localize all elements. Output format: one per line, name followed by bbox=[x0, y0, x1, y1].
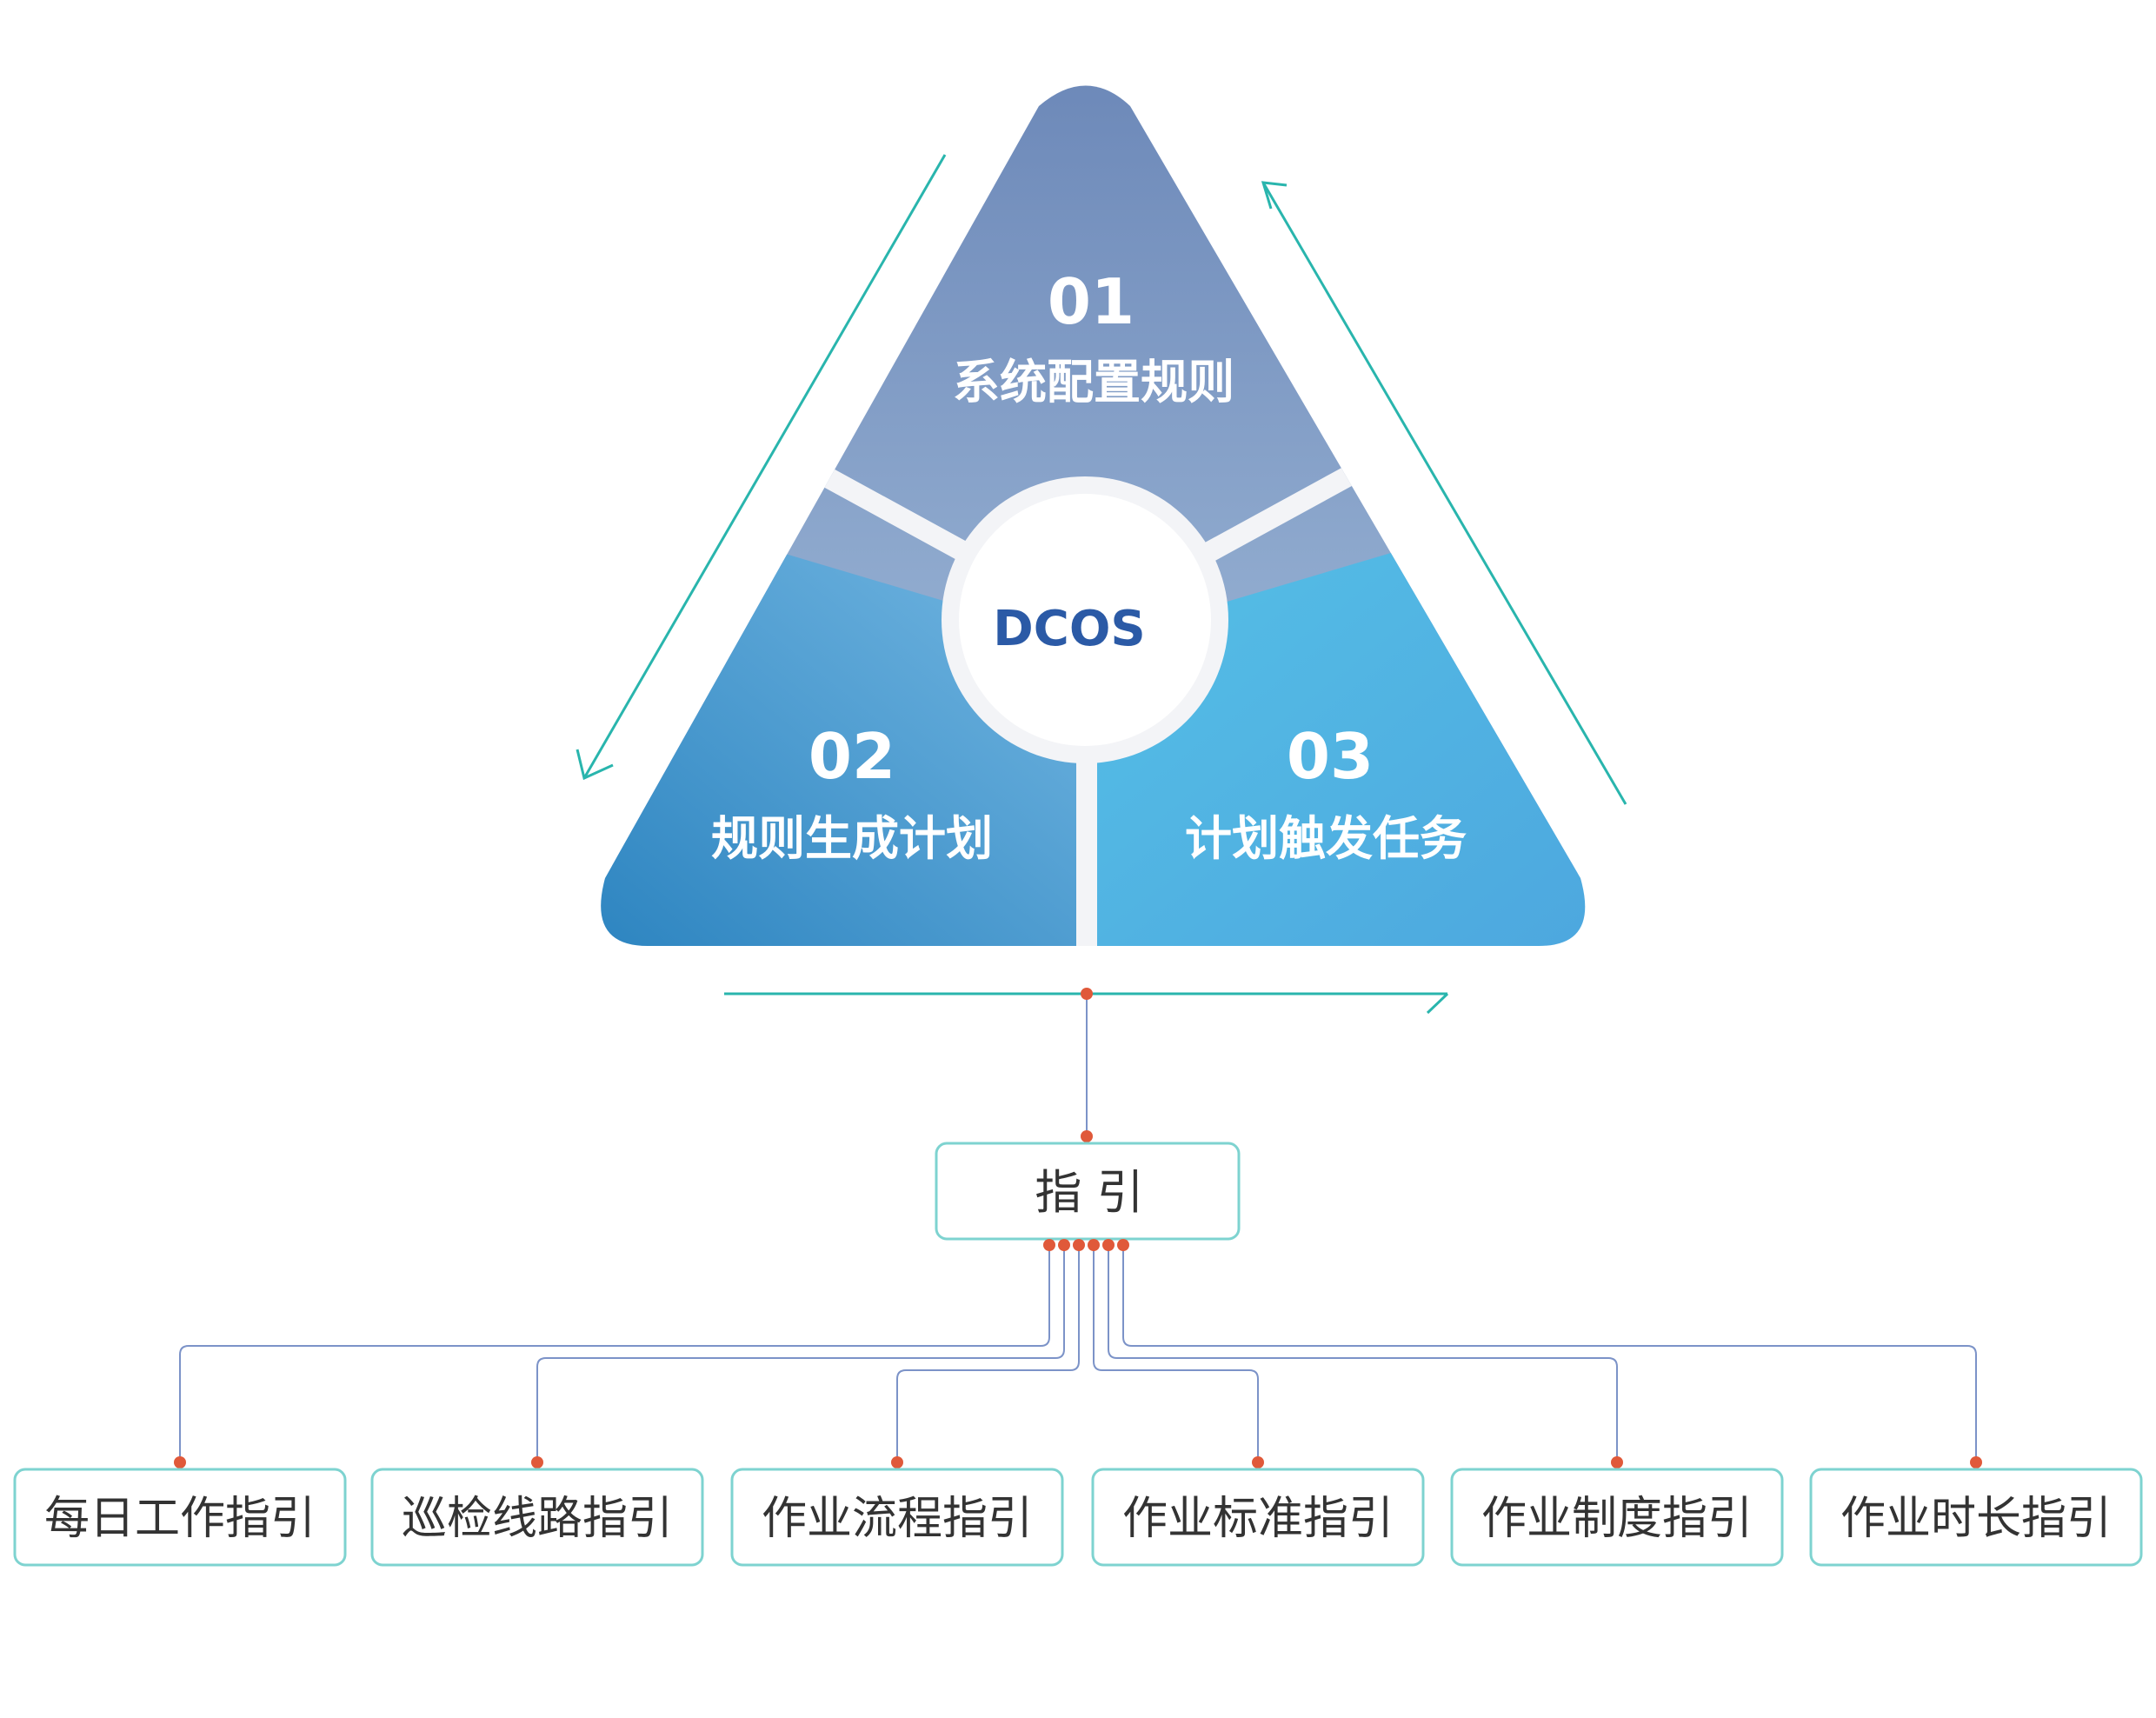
connector-dot bbox=[1081, 1130, 1093, 1142]
branch-line bbox=[1122, 1245, 1977, 1462]
child-node-box[interactable] bbox=[13, 1468, 347, 1567]
bottom-arrow-head bbox=[1426, 992, 1449, 1015]
child-node-box[interactable] bbox=[730, 1468, 1064, 1567]
connector-dot bbox=[1252, 1456, 1264, 1468]
connector-dot bbox=[1117, 1239, 1129, 1251]
branch-line bbox=[1108, 1245, 1618, 1462]
segment-right-shape bbox=[1087, 452, 1586, 946]
segment-top: 01 系统配置规则 bbox=[953, 265, 1234, 410]
root-node-box[interactable] bbox=[935, 1142, 1241, 1241]
child-node-label: 每日工作指引 bbox=[44, 1493, 316, 1545]
child-node-box[interactable] bbox=[370, 1468, 704, 1567]
child-node-box[interactable] bbox=[1091, 1468, 1425, 1567]
connector-dot bbox=[1081, 988, 1093, 1000]
connector-dot bbox=[174, 1456, 186, 1468]
segment-right-label: 计划触发任务 bbox=[1185, 811, 1467, 866]
segment-left: 02 规则生成计划 bbox=[711, 720, 993, 866]
child-node-label: 作业制度指引 bbox=[1481, 1493, 1753, 1545]
connector-dot bbox=[1073, 1239, 1085, 1251]
root-connector bbox=[1081, 988, 1093, 1142]
child-node-label: 巡检线路指引 bbox=[402, 1493, 673, 1545]
right-arrow-head bbox=[1261, 181, 1288, 210]
child-node-label: 作业流程指引 bbox=[762, 1493, 1033, 1545]
root-node[interactable]: 指 引 bbox=[935, 1142, 1241, 1241]
left-arrow-head bbox=[576, 749, 614, 781]
center-node: DCOS bbox=[942, 476, 1228, 763]
child-node[interactable]: 巡检线路指引 bbox=[370, 1468, 704, 1567]
segment-right-number: 03 bbox=[1287, 720, 1374, 793]
connector-dot bbox=[1102, 1239, 1115, 1251]
child-node[interactable]: 作业流程指引 bbox=[730, 1468, 1064, 1567]
connector-dot bbox=[1058, 1239, 1070, 1251]
center-label: DCOS bbox=[993, 601, 1146, 657]
segment-right: 03 计划触发任务 bbox=[1185, 720, 1467, 866]
child-node-label: 作业标准指引 bbox=[1122, 1493, 1394, 1545]
child-node-box[interactable] bbox=[1809, 1468, 2143, 1567]
child-node[interactable]: 作业制度指引 bbox=[1450, 1468, 1784, 1567]
segment-left-number: 02 bbox=[808, 720, 895, 793]
segment-top-number: 01 bbox=[1048, 265, 1135, 338]
child-node[interactable]: 作业标准指引 bbox=[1091, 1468, 1425, 1567]
segment-left-shape bbox=[601, 452, 1087, 946]
segment-left-label: 规则生成计划 bbox=[711, 811, 993, 866]
left-arrow bbox=[582, 154, 947, 779]
child-node-box[interactable] bbox=[1450, 1468, 1784, 1567]
child-nodes: 每日工作指引 巡检线路指引 作业流程指引 作业标准指引 作业制度指引 作业时长指引 bbox=[13, 1468, 2143, 1567]
child-node[interactable]: 作业时长指引 bbox=[1809, 1468, 2143, 1567]
branch-line bbox=[179, 1245, 1050, 1462]
connector-dot bbox=[1970, 1456, 1982, 1468]
connector-dot bbox=[891, 1456, 903, 1468]
root-node-label: 指 引 bbox=[1035, 1165, 1143, 1220]
connector-dot bbox=[1088, 1239, 1100, 1251]
segment-top-label: 系统配置规则 bbox=[953, 355, 1234, 410]
child-node-label: 作业时长指引 bbox=[1840, 1493, 2112, 1545]
right-arrow bbox=[1261, 182, 1627, 805]
connector-dot bbox=[1611, 1456, 1623, 1468]
child-node[interactable]: 每日工作指引 bbox=[13, 1468, 347, 1567]
connector-dot bbox=[531, 1456, 543, 1468]
branch-line bbox=[1093, 1245, 1259, 1462]
center-circle bbox=[959, 494, 1211, 746]
connector-dot bbox=[1043, 1239, 1055, 1251]
branch-connectors bbox=[174, 1239, 1982, 1468]
branch-line bbox=[896, 1245, 1080, 1462]
branch-line bbox=[536, 1245, 1065, 1462]
